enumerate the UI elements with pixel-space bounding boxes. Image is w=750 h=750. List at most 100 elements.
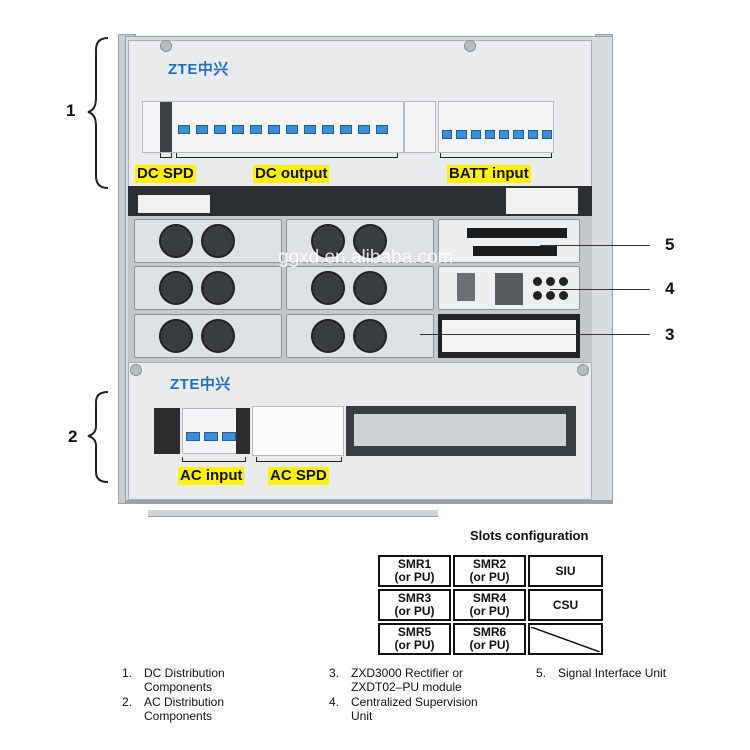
rectifier-module-smr3: [134, 266, 282, 310]
slot-name: CSU: [552, 597, 579, 612]
legend-item-2: 2.AC Distribution Components: [122, 695, 225, 723]
slot-cell-smr4: SMR4(or PU): [453, 589, 526, 621]
watermark: ggxd.en.alibaba.com: [278, 247, 454, 268]
ac-input-switches: [186, 432, 236, 441]
slot-subtitle: (or PU): [469, 604, 510, 618]
centralized-supervision-unit: [438, 266, 580, 310]
legend-item-5: 5.Signal Interface Unit: [536, 666, 667, 680]
ac-input-breaker: [182, 408, 246, 454]
breaker-switch: [204, 432, 218, 441]
breaker-switch: [322, 125, 334, 134]
ac-spd-label: AC SPD: [268, 467, 329, 485]
callout-line-5: [540, 245, 650, 246]
slots-title: Slots configuration: [470, 528, 589, 543]
slot-name: SMR6: [472, 625, 507, 639]
ac-spd-module: [252, 406, 344, 456]
slot-cell-smr1: SMR1(or PU): [378, 555, 451, 587]
fan-icon: [159, 224, 193, 258]
ac-spd-bracket: [256, 457, 342, 462]
rectifier-module-smr6: [286, 314, 434, 358]
fan-icon: [159, 319, 193, 353]
slot-name: SMR2: [472, 557, 507, 571]
breaker-switch: [196, 125, 208, 134]
rack-foot: [148, 510, 438, 517]
slot-cell-smr2: SMR2(or PU): [453, 555, 526, 587]
breaker-switch: [456, 130, 467, 139]
slot-cell-smr6: SMR6(or PU): [453, 623, 526, 655]
screw: [130, 364, 142, 376]
breaker-switch: [186, 432, 200, 441]
empty-slot: [438, 314, 580, 358]
breaker-switch: [340, 125, 352, 134]
fan-icon: [201, 271, 235, 305]
breaker-switch: [484, 130, 495, 139]
fan-icon: [311, 224, 345, 258]
csu-display: [495, 273, 523, 305]
slots-row: SMR3(or PU)SMR4(or PU)CSU: [378, 589, 603, 621]
callout-number-3: 3: [665, 325, 675, 344]
slot-name: SMR5: [397, 625, 432, 639]
slots-row: SMR1(or PU)SMR2(or PU) SIU: [378, 555, 603, 587]
rectifier-module-smr4: [286, 266, 434, 310]
legend-item-4: 4.Centralized Supervision Unit: [329, 695, 478, 723]
rack-base: [125, 500, 613, 504]
screw: [464, 40, 476, 52]
siu-slot: [467, 228, 567, 238]
breaker-switch: [527, 130, 538, 139]
fan-icon: [353, 224, 387, 258]
slot-cell-siu: SIU: [528, 555, 603, 587]
dc-spd-bracket: [160, 153, 172, 158]
brace-top: [87, 37, 109, 189]
breaker-switch: [250, 125, 262, 134]
batt-input-bracket: [440, 153, 552, 158]
breaker-switch: [232, 125, 244, 134]
csu-keypad: [533, 277, 571, 301]
slot-name: SMR3: [397, 591, 432, 605]
breaker-switch: [358, 125, 370, 134]
batt-input-label: BATT input: [447, 165, 531, 183]
slots-row: SMR5(or PU)SMR6(or PU): [378, 623, 603, 655]
siu-slot: [473, 246, 557, 256]
fan-icon: [353, 271, 387, 305]
slot-subtitle: (or PU): [394, 604, 435, 618]
zte-logo-bottom: ZTE中兴: [170, 376, 231, 393]
ac-terminal-block: [154, 408, 180, 454]
callout-number-5: 5: [665, 235, 675, 254]
brace-bottom: [87, 391, 109, 483]
ac-input-label: AC input: [178, 467, 245, 485]
rectifier-module-smr1: [134, 219, 282, 263]
breaker-switch: [286, 125, 298, 134]
fan-icon: [159, 271, 193, 305]
legend-item-3: 3.ZXD3000 Rectifier or ZXDT02–PU module: [329, 666, 464, 694]
breaker-switch: [541, 130, 552, 139]
dc-spd-label: DC SPD: [135, 165, 196, 183]
batt-input-breakers: [442, 130, 552, 142]
fan-icon: [201, 224, 235, 258]
breaker-switch: [513, 130, 524, 139]
breaker-switch: [442, 130, 453, 139]
fan-icon: [311, 319, 345, 353]
dc-output-breakers: [178, 125, 396, 137]
dc-output-label: DC output: [253, 165, 330, 183]
empty-slot-cell: [528, 623, 603, 655]
slot-cell-csu: CSU: [528, 589, 603, 621]
screw: [577, 364, 589, 376]
blank-cover: [442, 320, 576, 352]
breaker-switch: [268, 125, 280, 134]
slot-cell-smr5: SMR5(or PU): [378, 623, 451, 655]
slot-name: SMR1: [397, 557, 432, 571]
slot-name: SIU: [555, 563, 576, 578]
slot-subtitle: (or PU): [394, 638, 435, 652]
fan-icon: [353, 319, 387, 353]
section-number-1: 1: [66, 101, 76, 120]
ac-input-bracket: [182, 457, 246, 462]
slot-subtitle: (or PU): [469, 638, 510, 652]
breaker-switch: [470, 130, 481, 139]
dc-output-bracket: [176, 153, 398, 158]
signal-interface-unit: [438, 219, 580, 263]
fan-icon: [201, 319, 235, 353]
fan-icon: [311, 271, 345, 305]
breaker-switch: [304, 125, 316, 134]
screw: [160, 40, 172, 52]
